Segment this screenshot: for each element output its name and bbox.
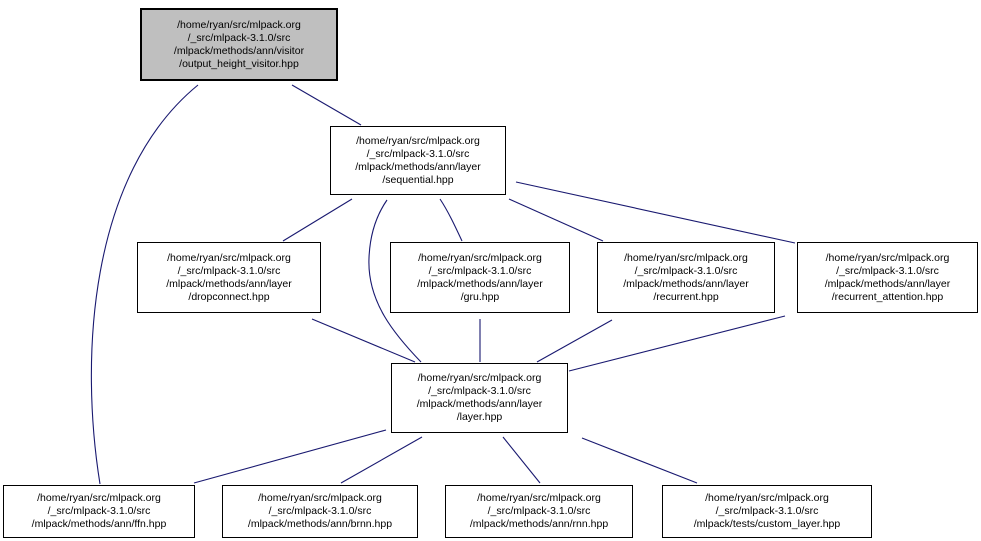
edge-recurrent-attention-to-sequential (515, 181, 796, 244)
node-label-line: /home/ryan/src/mlpack.org (258, 492, 382, 504)
node-label-line: /output_height_visitor.hpp (179, 57, 299, 70)
node-label-line: /home/ryan/src/mlpack.org (624, 251, 748, 264)
node-label-line: /home/ryan/src/mlpack.org (177, 18, 301, 31)
node-label-line: /_src/mlpack-3.1.0/src (836, 264, 939, 277)
node-label-line: /home/ryan/src/mlpack.org (167, 251, 291, 264)
node-label-line: /layer.hpp (456, 411, 503, 423)
edge-sequential-to-output-height-visitor (291, 84, 362, 126)
node-label-line: /dropconnect.hpp (188, 290, 270, 303)
node-label-line: /mlpack/methods/ann/layer (355, 160, 481, 173)
edge-recurrent-to-sequential (508, 198, 604, 242)
node-label-line: /home/ryan/src/mlpack.org (477, 492, 601, 504)
node-label-line: /home/ryan/src/mlpack.org (417, 372, 542, 384)
edge-layer-to-sequential (368, 199, 422, 363)
node-label-line: /_src/mlpack-3.1.0/src (634, 264, 738, 277)
node-label-line: /mlpack/methods/ann/layer (824, 277, 951, 290)
graph-node-rnn[interactable]: /home/ryan/src/mlpack.org/_src/mlpack-3.… (445, 485, 633, 538)
node-label-line: /_src/mlpack-3.1.0/src (487, 505, 591, 517)
node-label-line: /_src/mlpack-3.1.0/src (47, 505, 151, 517)
node-label-line: /mlpack/methods/ann/layer (166, 277, 292, 290)
node-label-line: /_src/mlpack-3.1.0/src (187, 31, 291, 44)
edge-gru-to-sequential (439, 198, 463, 242)
node-label-line: /_src/mlpack-3.1.0/src (428, 264, 532, 277)
node-label-line: /mlpack/methods/ann/visitor (173, 44, 305, 57)
graph-node-custom-layer[interactable]: /home/ryan/src/mlpack.org/_src/mlpack-3.… (662, 485, 872, 538)
node-label-line: /home/ryan/src/mlpack.org (825, 251, 950, 264)
node-label-line: /mlpack/methods/ann/layer (623, 277, 749, 290)
graph-node-dropconnect[interactable]: /home/ryan/src/mlpack.org/_src/mlpack-3.… (137, 242, 321, 313)
node-label-line: /mlpack/methods/ann/rnn.hpp (469, 518, 609, 530)
edge-rnn-to-layer (502, 436, 541, 484)
node-label-line: /recurrent.hpp (653, 290, 719, 303)
node-label-line: /home/ryan/src/mlpack.org (418, 251, 542, 264)
node-label-line: /gru.hpp (460, 290, 500, 303)
edge-layer-to-recurrent-attention (568, 315, 786, 372)
node-label-line: /sequential.hpp (382, 173, 454, 186)
graph-node-output-height-visitor[interactable]: /home/ryan/src/mlpack.org/_src/mlpack-3.… (140, 8, 338, 81)
edge-dropconnect-to-sequential (282, 198, 353, 242)
graph-node-sequential[interactable]: /home/ryan/src/mlpack.org/_src/mlpack-3.… (330, 126, 506, 195)
node-label-line: /home/ryan/src/mlpack.org (356, 134, 480, 147)
edge-brnn-to-layer (340, 436, 423, 484)
graph-node-layer[interactable]: /home/ryan/src/mlpack.org/_src/mlpack-3.… (391, 363, 568, 433)
node-label-line: /_src/mlpack-3.1.0/src (366, 147, 470, 160)
node-label-line: /mlpack/tests/custom_layer.hpp (693, 518, 841, 530)
node-label-line: /mlpack/methods/ann/brnn.hpp (247, 518, 393, 530)
node-label-line: /mlpack/methods/ann/layer (417, 277, 543, 290)
graph-node-recurrent[interactable]: /home/ryan/src/mlpack.org/_src/mlpack-3.… (597, 242, 775, 313)
node-label-line: /home/ryan/src/mlpack.org (37, 492, 161, 504)
node-label-line: /mlpack/methods/ann/layer (416, 398, 543, 410)
graph-node-recurrent-attention[interactable]: /home/ryan/src/mlpack.org/_src/mlpack-3.… (797, 242, 978, 313)
edge-custom-layer-to-layer (581, 437, 698, 484)
edge-ffn-to-layer (193, 429, 387, 484)
node-label-line: /_src/mlpack-3.1.0/src (428, 385, 531, 397)
graph-node-brnn[interactable]: /home/ryan/src/mlpack.org/_src/mlpack-3.… (222, 485, 418, 538)
edge-layer-to-dropconnect (311, 318, 416, 363)
edge-layer-to-recurrent (536, 319, 613, 363)
node-label-line: /recurrent_attention.hpp (831, 290, 944, 303)
node-label-line: /home/ryan/src/mlpack.org (705, 492, 829, 504)
node-label-line: /_src/mlpack-3.1.0/src (715, 505, 819, 517)
node-label-line: /_src/mlpack-3.1.0/src (268, 505, 372, 517)
graph-node-ffn[interactable]: /home/ryan/src/mlpack.org/_src/mlpack-3.… (3, 485, 195, 538)
node-label-line: /_src/mlpack-3.1.0/src (177, 264, 281, 277)
graph-node-gru[interactable]: /home/ryan/src/mlpack.org/_src/mlpack-3.… (390, 242, 570, 313)
edge-ffn-to-output-height-visitor (90, 84, 199, 485)
node-label-line: /mlpack/methods/ann/ffn.hpp (31, 518, 167, 530)
